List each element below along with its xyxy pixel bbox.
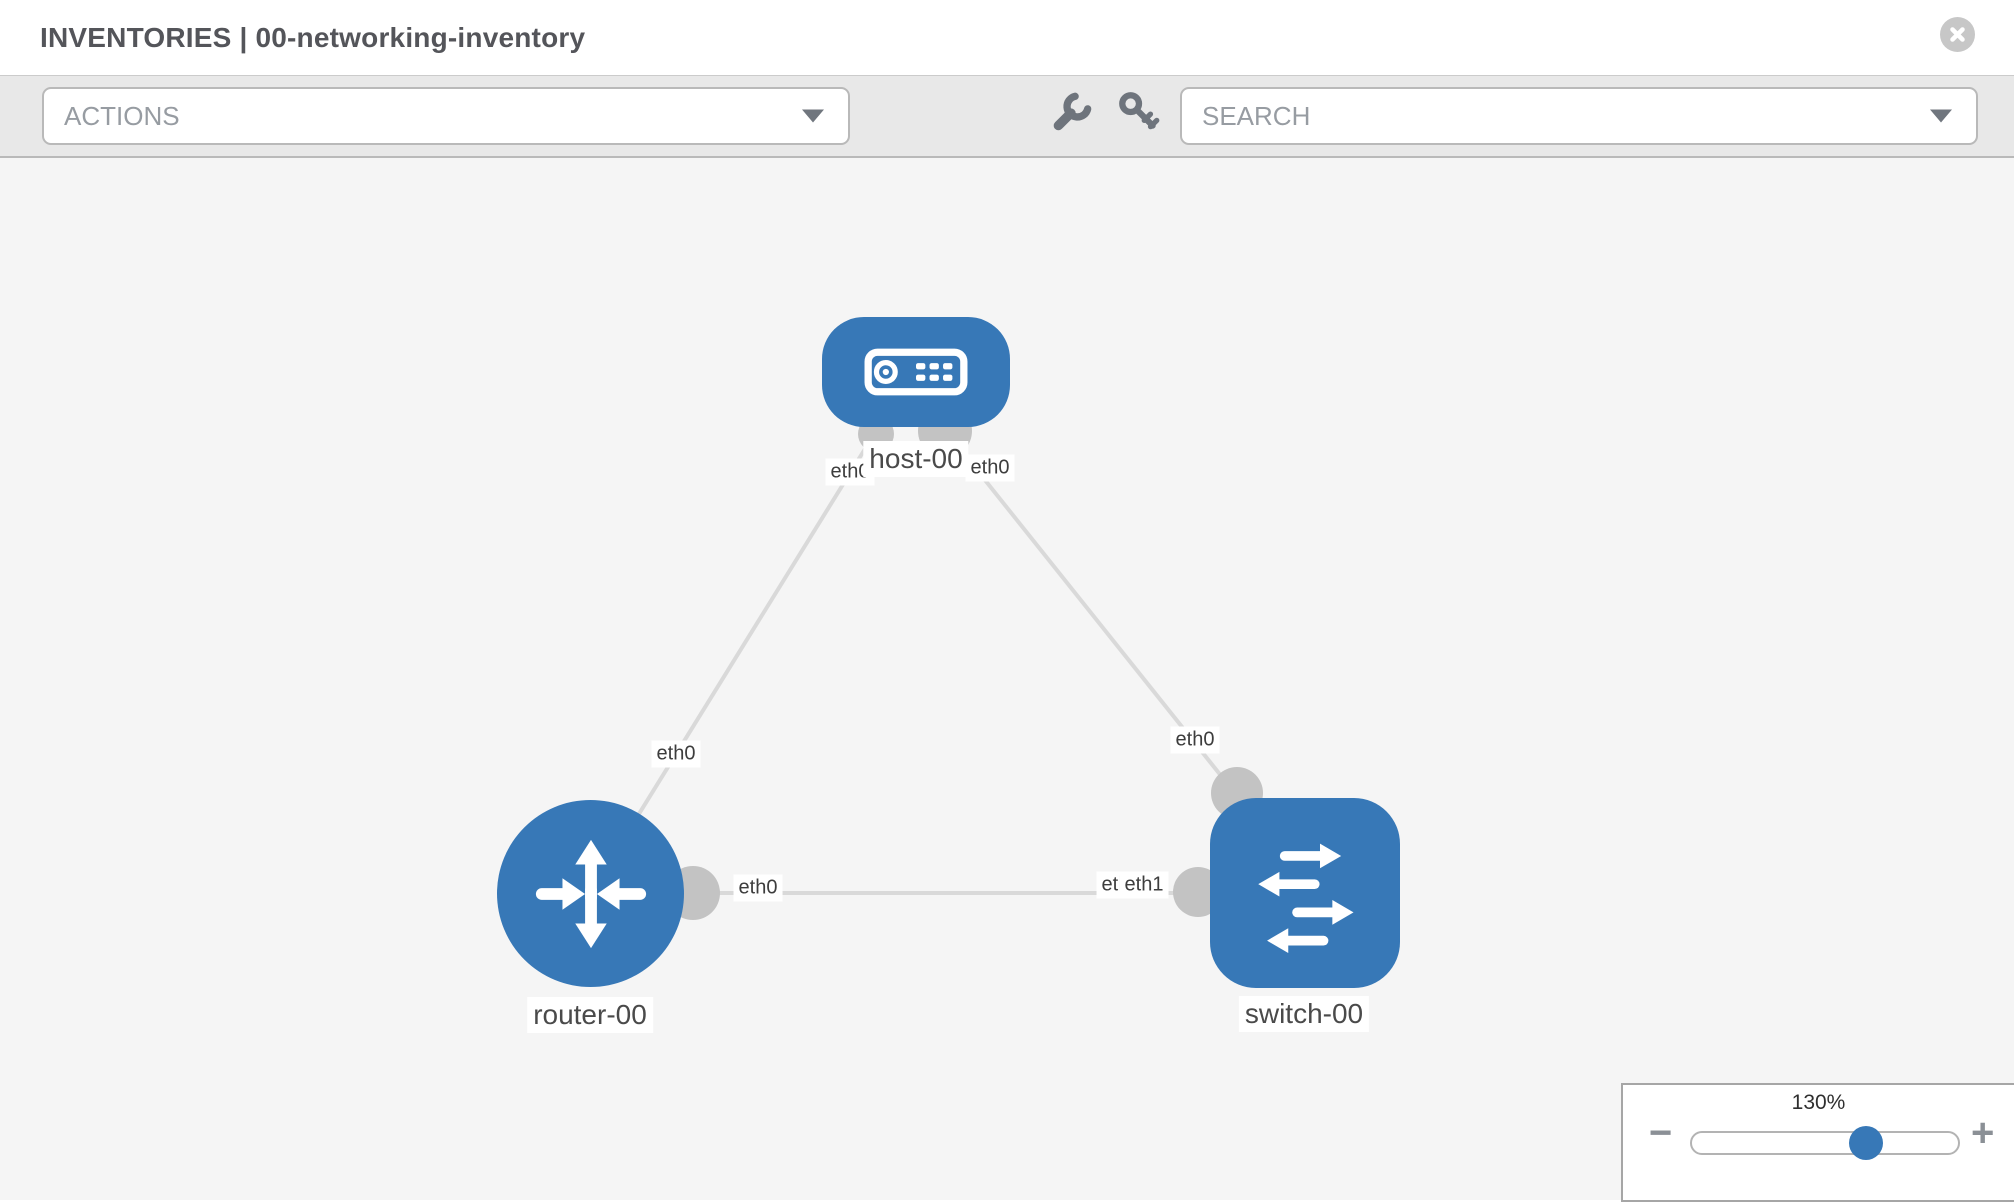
close-icon — [1950, 27, 1965, 42]
chevron-down-icon — [802, 109, 824, 123]
node-host-00[interactable] — [822, 317, 1010, 427]
toolbar: ACTIONS SEARCH — [0, 75, 2014, 158]
zoom-slider[interactable] — [1690, 1126, 1960, 1160]
wrench-icon[interactable] — [1049, 89, 1095, 135]
search-dropdown-label: SEARCH — [1202, 100, 1311, 131]
page-title: INVENTORIES | 00-networking-inventory — [40, 21, 586, 53]
key-icon[interactable] — [1116, 89, 1162, 135]
switch-icon — [1258, 843, 1354, 953]
zoom-level: 130% — [1791, 1091, 1846, 1114]
actions-dropdown[interactable]: ACTIONS — [42, 87, 850, 145]
router-icon — [535, 839, 646, 948]
zoom-in-button[interactable]: + — [1971, 1111, 1995, 1155]
interface-label-router-eth0: eth0 — [733, 874, 783, 902]
interface-label-host-eth0: eth0 — [965, 454, 1015, 482]
zoom-slider-thumb[interactable] — [1849, 1126, 1883, 1160]
node-label-host-00: host-00 — [863, 441, 969, 477]
close-button[interactable] — [1940, 17, 1975, 52]
node-switch-00[interactable] — [1210, 798, 1400, 988]
actions-dropdown-label: ACTIONS — [64, 100, 180, 131]
host-icon — [864, 348, 968, 396]
topology-links-layer — [588, 404, 1263, 920]
node-label-router-00: router-00 — [527, 997, 653, 1033]
search-dropdown[interactable]: SEARCH — [1180, 87, 1978, 145]
node-router-00[interactable] — [497, 800, 684, 987]
node-label-switch-00: switch-00 — [1238, 996, 1370, 1032]
interface-label-switch-eth1: eth1 — [1119, 871, 1169, 899]
topology-canvas[interactable]: eth0 eth0 eth0 eth0 eth0 eth0 eth1 host-… — [0, 158, 2014, 1200]
interface-label-switch-eth0: eth0 — [1170, 726, 1220, 754]
chevron-down-icon — [1930, 109, 1952, 123]
header: INVENTORIES | 00-networking-inventory — [0, 0, 2014, 75]
zoom-out-button[interactable]: − — [1649, 1111, 1673, 1155]
interface-label-router-eth0: eth0 — [651, 740, 701, 768]
zoom-panel: 130% − + — [1621, 1083, 2014, 1202]
